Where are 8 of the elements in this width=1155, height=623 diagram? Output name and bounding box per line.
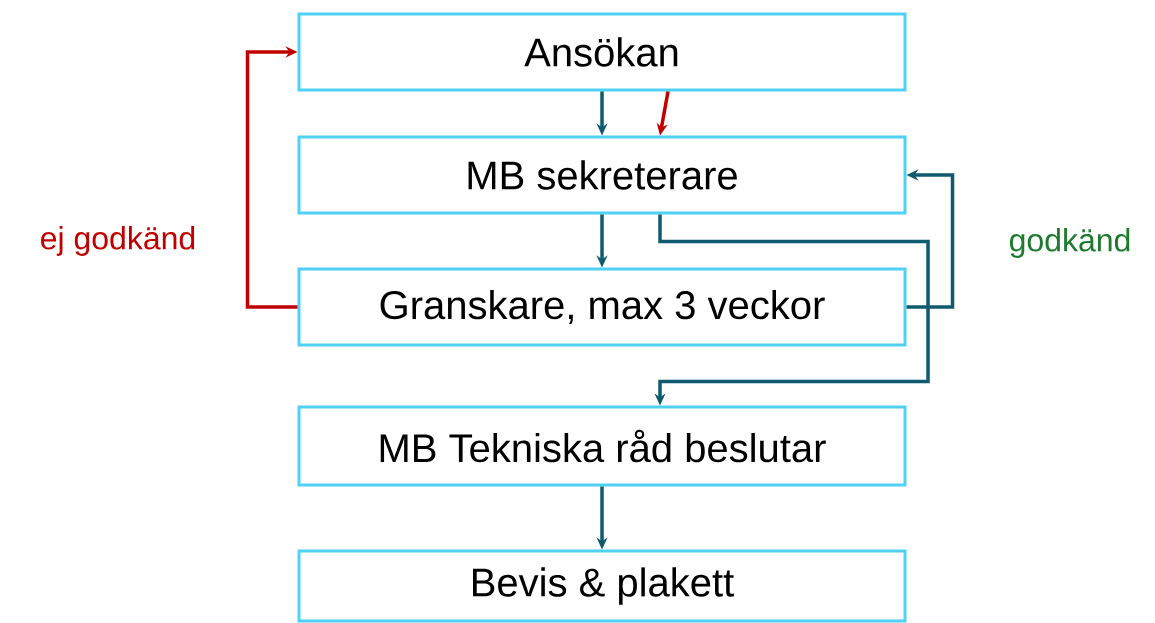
process-box: Ansökan bbox=[297, 12, 907, 92]
arrow bbox=[245, 46, 298, 309]
process-box: Bevis & plakett bbox=[297, 549, 907, 623]
edge-label: ej godkänd bbox=[37, 224, 199, 258]
edge-label: godkänd bbox=[1006, 226, 1134, 260]
process-box: Granskare, max 3 veckor bbox=[297, 267, 907, 347]
process-box: MB Tekniska råd beslutar bbox=[297, 405, 907, 487]
process-box: MB sekreterare bbox=[297, 135, 907, 215]
